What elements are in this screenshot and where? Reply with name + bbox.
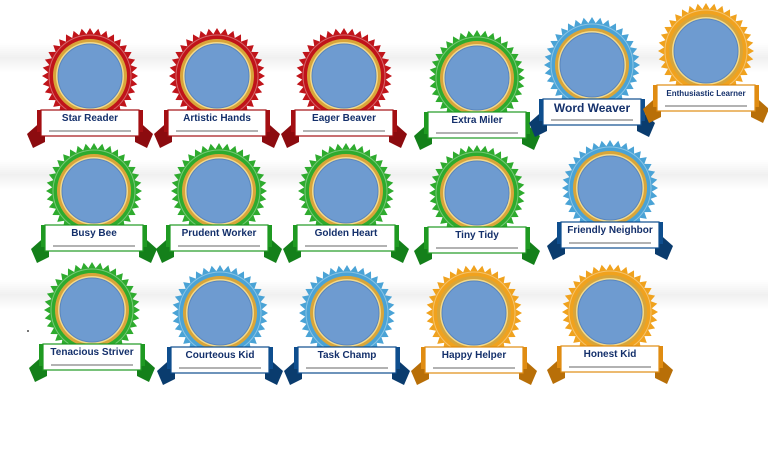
label-plate: [167, 109, 267, 137]
rosette-face: [311, 43, 377, 109]
badge-label: Courteous Kid: [185, 350, 255, 361]
badge-golden-heart[interactable]: Golden Heart: [281, 143, 411, 273]
label-plate: [560, 221, 660, 249]
badge-label: Eager Beaver: [312, 113, 376, 124]
rosette-face: [441, 280, 507, 346]
label-plate: [40, 109, 140, 137]
rosette-face: [444, 45, 510, 111]
badge-busy-bee[interactable]: Busy Bee: [29, 143, 159, 273]
rosette-face: [59, 277, 125, 343]
badge-honest-kid[interactable]: Honest Kid: [545, 264, 675, 394]
rosette-face: [186, 158, 252, 224]
rosette-face: [61, 158, 127, 224]
label-plate: [294, 109, 394, 137]
rosette-icon: [283, 143, 409, 263]
badge-prudent-worker[interactable]: Prudent Worker: [154, 143, 284, 273]
rosette-face: [314, 280, 380, 346]
rosette-face: [673, 18, 739, 84]
label-plate: [296, 224, 396, 252]
rosette-icon: [281, 28, 407, 148]
rosette-icon: [547, 140, 673, 260]
badge-eager-beaver[interactable]: Eager Beaver: [279, 28, 409, 158]
label-plate: [42, 343, 142, 371]
label-plate: [424, 346, 524, 374]
rosette-face: [559, 32, 625, 98]
rosette-icon: [27, 28, 153, 148]
badge-label: Golden Heart: [314, 228, 378, 239]
badge-label: Star Reader: [61, 113, 119, 124]
rosette-face: [444, 160, 510, 226]
rosette-icon: [411, 265, 537, 385]
label-plate: [169, 224, 269, 252]
badge-enthusiastic-learner[interactable]: Enthusiastic Learner: [641, 3, 768, 133]
badge-happy-helper[interactable]: Happy Helper: [409, 265, 539, 395]
rosette-face: [313, 158, 379, 224]
label-plate: [560, 345, 660, 373]
rosette-face: [184, 43, 250, 109]
badge-task-champ[interactable]: Task Champ: [282, 265, 412, 395]
badge-extra-miler[interactable]: Extra Miler: [412, 30, 542, 160]
rosette-icon: [157, 265, 283, 385]
badge-label: Artistic Hands: [183, 113, 251, 124]
badge-star-reader[interactable]: Star Reader: [25, 28, 155, 158]
badge-tenacious-striver[interactable]: Tenacious Striver: [27, 262, 157, 392]
label-plate: [427, 111, 527, 139]
badge-artistic-hands[interactable]: Artistic Hands: [152, 28, 282, 158]
label-plate: [297, 346, 397, 374]
rosette-face: [57, 43, 123, 109]
rosette-face: [187, 280, 253, 346]
rosette-icon: [529, 17, 655, 137]
badge-label: Friendly Neighbor: [567, 225, 653, 236]
rosette-icon: [154, 28, 280, 148]
badge-courteous-kid[interactable]: Courteous Kid: [155, 265, 285, 395]
label-plate: [170, 346, 270, 374]
badge-label: Busy Bee: [71, 228, 117, 239]
badge-label: Tiny Tidy: [455, 230, 499, 241]
label-plate: [44, 224, 144, 252]
rosette-icon: [414, 145, 540, 265]
rosette-icon: [547, 264, 673, 384]
rosette-icon: [29, 262, 155, 382]
rosette-icon: [31, 143, 157, 263]
label-plate: [542, 98, 642, 126]
badge-label: Happy Helper: [441, 350, 507, 361]
badge-friendly-neighbor[interactable]: Friendly Neighbor: [545, 140, 675, 270]
badge-label: Tenacious Striver: [50, 347, 134, 358]
badge-tiny-tidy[interactable]: Tiny Tidy: [412, 145, 542, 275]
label-plate: [656, 84, 756, 112]
badge-label: Word Weaver: [553, 101, 631, 115]
badge-label: Extra Miler: [451, 115, 503, 126]
stray-dot: [27, 330, 29, 332]
label-plate: [427, 226, 527, 254]
rosette-icon: [643, 3, 768, 123]
badge-label: Honest Kid: [583, 349, 637, 360]
rosette-face: [577, 155, 643, 221]
rosette-icon: [284, 265, 410, 385]
badge-label: Prudent Worker: [181, 228, 257, 239]
badge-label: Task Champ: [317, 350, 377, 361]
rosette-icon: [156, 143, 282, 263]
rosette-icon: [414, 30, 540, 150]
badge-word-weaver[interactable]: Word Weaver: [527, 17, 657, 147]
rosette-face: [577, 279, 643, 345]
badge-label: Enthusiastic Learner: [666, 89, 746, 98]
